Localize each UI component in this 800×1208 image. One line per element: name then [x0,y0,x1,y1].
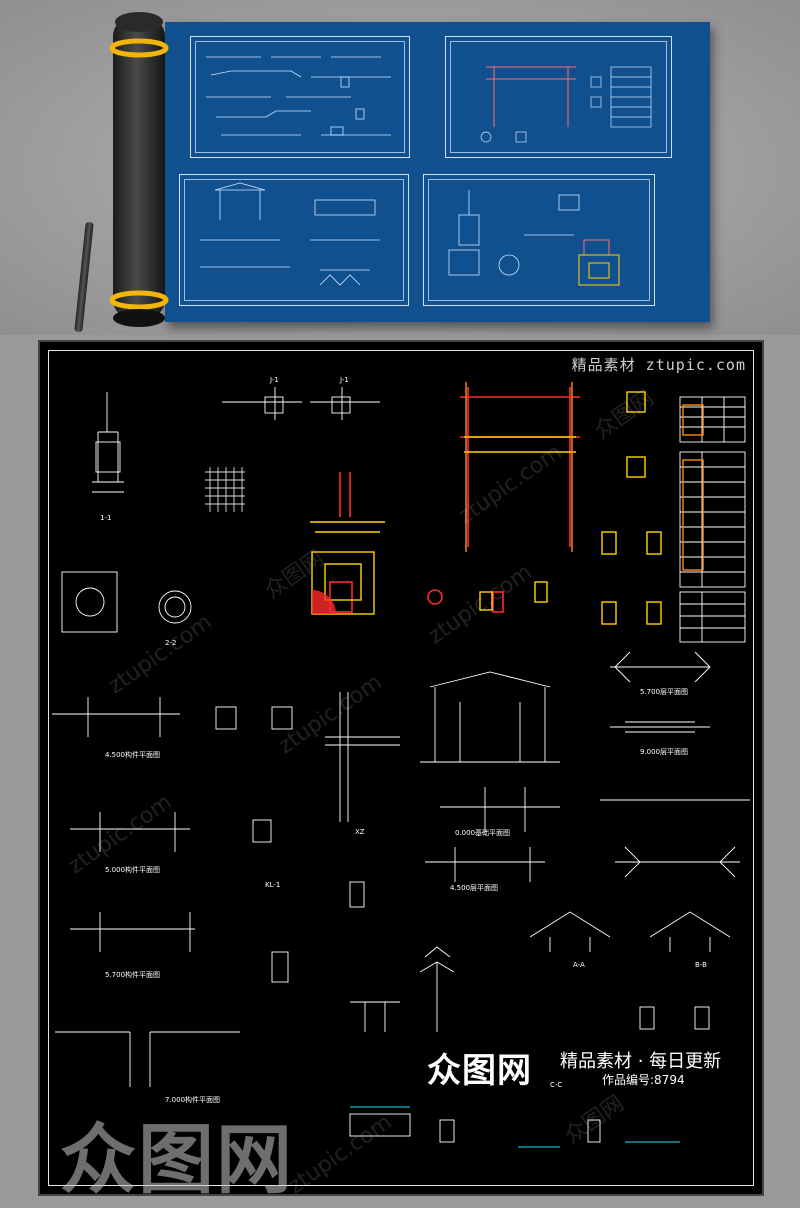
work-id: 作品编号:8794 [602,1073,685,1087]
blueprint-panel-2-lines [480,66,652,143]
brand-logo: 众图网 [427,1051,532,1091]
brand-overlay: 众图网 精品素材 · 每日更新 作品编号:8794 [427,1043,787,1093]
label-j1-a: J-1 [269,376,279,384]
cad-drawing: 1-1 2-2 J-1 J-1 A-A B-B KL-1 XZ C-C 4.50… [52,376,750,1148]
plan-title-3: 5.700构件平面图 [105,970,160,979]
blueprint-sheet [165,22,710,322]
blueprint-panel-4-lines [448,190,620,286]
cad-drawing-sheet: 精品素材 ztupic.com [38,340,764,1199]
paper-roll-icon [109,12,169,327]
brand-tagline: 精品素材 · 每日更新 [560,1051,722,1072]
label-c-c: C-C [550,1081,562,1089]
plan-title-7: 5.700层平面图 [640,688,688,696]
label-kl1: KL-1 [265,881,280,889]
large-watermark-logo: 众图网 [60,1115,294,1204]
blueprint-panel-3-lines [200,182,380,286]
plan-title-4: 7.000构件平面图 [165,1095,220,1104]
label-2-2: 2-2 [165,639,176,647]
blueprint-panel-4 [423,174,655,306]
plan-title-8: 9.000层平面图 [640,748,688,756]
blueprint-panel-1 [190,36,410,158]
plan-title-1: 4.500构件平面图 [105,750,160,759]
blueprint-panel-1-lines [206,56,391,136]
plan-title-6: 4.500层平面图 [450,884,498,892]
blueprint-panel-2 [445,36,672,158]
blueprint-panel-3 [179,174,409,306]
plan-title-2: 5.000构件平面图 [105,865,160,874]
label-j1-b: J-1 [339,376,349,384]
label-xz: XZ [355,828,365,836]
label-a-a: A-A [573,961,585,969]
label-detail-1: 1-1 [100,514,111,522]
label-b-b: B-B [695,961,707,969]
site-watermark: 精品素材 ztupic.com [571,356,746,374]
cad-frame [48,350,754,1186]
plan-title-5: 0.000基础平面图 [455,828,510,837]
